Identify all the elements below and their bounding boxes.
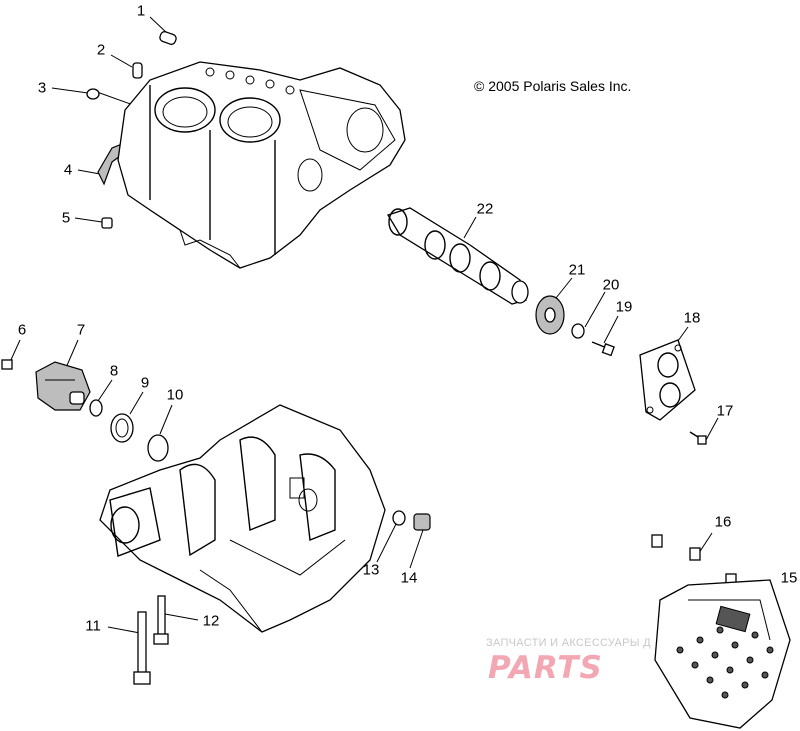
part-12-bolt <box>153 595 169 645</box>
part-11-bolt <box>133 611 151 685</box>
part-17-bolt <box>689 431 707 445</box>
part-20-washer <box>571 323 585 339</box>
part-14-plug <box>413 513 431 531</box>
callout-2: 2 <box>96 41 106 59</box>
part-19-bolt <box>591 341 615 357</box>
part-15-skid-plate <box>654 579 791 729</box>
callout-3: 3 <box>37 79 47 97</box>
watermark-caption: ЗАПЧАСТИ И АКСЕССУАРЫ Д <box>486 637 651 649</box>
callout-7: 7 <box>76 321 86 339</box>
part-1-pin <box>159 31 177 45</box>
callout-12: 12 <box>202 612 220 630</box>
callout-9: 9 <box>140 374 150 392</box>
callout-8: 8 <box>109 362 119 380</box>
callout-19: 19 <box>615 298 633 316</box>
callout-6: 6 <box>17 321 27 339</box>
callout-4: 4 <box>63 161 73 179</box>
part-18-cover <box>639 339 696 421</box>
part-13-washer <box>392 510 406 526</box>
part-22-camshaft <box>387 207 529 305</box>
callout-20: 20 <box>602 276 620 294</box>
lower-crankcase <box>99 404 386 633</box>
callout-13: 13 <box>362 561 380 579</box>
leader-lines <box>9 16 773 641</box>
callout-5: 5 <box>61 209 71 227</box>
callout-18: 18 <box>683 309 701 327</box>
callout-22: 22 <box>476 200 494 218</box>
part-6-bolt <box>1 359 13 370</box>
callout-10: 10 <box>166 386 184 404</box>
part-7-cover <box>35 361 91 411</box>
part-5-plug <box>101 217 113 229</box>
upper-crankcase <box>117 61 406 269</box>
part-3-oring <box>86 88 100 100</box>
part-10-circlip <box>147 434 169 462</box>
watermark-logo: PARTS <box>488 650 603 686</box>
part-16-bolts <box>651 534 737 587</box>
part-21-gear <box>535 295 565 335</box>
copyright-notice: © 2005 Polaris Sales Inc. <box>474 78 632 94</box>
part-8-oring <box>89 399 103 417</box>
callout-16: 16 <box>714 513 732 531</box>
part-2-pin <box>132 62 143 79</box>
part-9-seal <box>110 413 134 443</box>
callout-1: 1 <box>136 2 146 20</box>
callout-21: 21 <box>568 261 586 279</box>
callout-15: 15 <box>780 569 798 587</box>
callout-17: 17 <box>716 402 734 420</box>
callout-11: 11 <box>85 617 101 635</box>
callout-14: 14 <box>400 569 418 587</box>
